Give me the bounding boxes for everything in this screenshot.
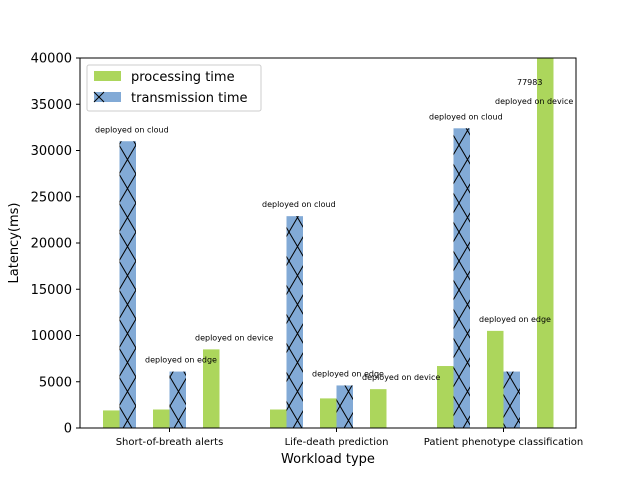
legend-frame <box>86 64 262 112</box>
bar-processing-2-2 <box>537 58 554 428</box>
bar-hatch-0-1 <box>169 371 186 428</box>
y-tick-label: 10000 <box>31 329 72 344</box>
y-axis: 0 5000 10000 15000 20000 25000 30000 35000 40000 <box>31 52 80 437</box>
legend-swatch-transmission <box>94 92 121 102</box>
annotation-2: deployed on device <box>195 333 273 342</box>
bar-processing-1-2 <box>370 389 387 428</box>
bar-processing-0-2 <box>203 349 220 428</box>
y-tick-label: 0 <box>64 422 72 437</box>
x-tick-label: Life-death prediction <box>285 437 389 448</box>
legend-swatch-processing <box>94 71 121 81</box>
bar-processing-2-1 <box>487 330 504 428</box>
value-label-77983: 77983 <box>517 78 542 87</box>
annotation-1: deployed on edge <box>145 356 217 365</box>
bars-layer <box>103 58 554 428</box>
x-axis-title: Workload type <box>281 452 375 467</box>
legend-label-processing: processing time <box>131 70 235 85</box>
bar-processing-1-0 <box>270 409 287 428</box>
annotation-6: deployed on cloud <box>429 112 503 121</box>
y-tick-label: 5000 <box>39 375 72 390</box>
bar-hatch-0-0 <box>119 141 136 428</box>
annotation-4: deployed on edge <box>312 369 384 378</box>
annotation-8: deployed on device <box>495 97 573 106</box>
annotation-7: deployed on edge <box>479 315 551 324</box>
bar-hatch-2-0 <box>453 128 470 428</box>
y-tick-label: 15000 <box>31 283 72 298</box>
annotation-3: deployed on cloud <box>262 200 336 209</box>
legend-label-transmission: transmission time <box>131 91 248 106</box>
bar-processing-0-0 <box>103 410 120 428</box>
legend-swatch-hatch-b <box>93 91 105 103</box>
bar-hatch-2-1 <box>503 371 520 428</box>
x-axis: Short-of-breath alerts Life-death predict… <box>116 428 584 448</box>
y-tick-label: 40000 <box>31 52 72 67</box>
bar-hatch-1-1 <box>336 385 353 428</box>
y-tick-label: 30000 <box>31 144 72 159</box>
bar-hatch-1-0 <box>286 216 303 428</box>
y-tick-label: 20000 <box>31 237 72 252</box>
y-tick-label: 35000 <box>31 98 72 113</box>
annotation-0: deployed on cloud <box>95 125 169 134</box>
annotation-5: deployed on device <box>362 373 440 382</box>
bar-processing-1-1 <box>320 398 337 428</box>
bar-processing-0-1 <box>153 409 170 428</box>
x-tick-label: Patient phenotype classification <box>424 437 584 448</box>
y-tick-label: 25000 <box>31 190 72 205</box>
x-tick-label: Short-of-breath alerts <box>116 437 224 448</box>
y-axis-title: Latency(ms) <box>7 203 22 284</box>
bar-processing-2-0 <box>437 366 454 428</box>
legend: processing time transmission time <box>86 64 262 112</box>
